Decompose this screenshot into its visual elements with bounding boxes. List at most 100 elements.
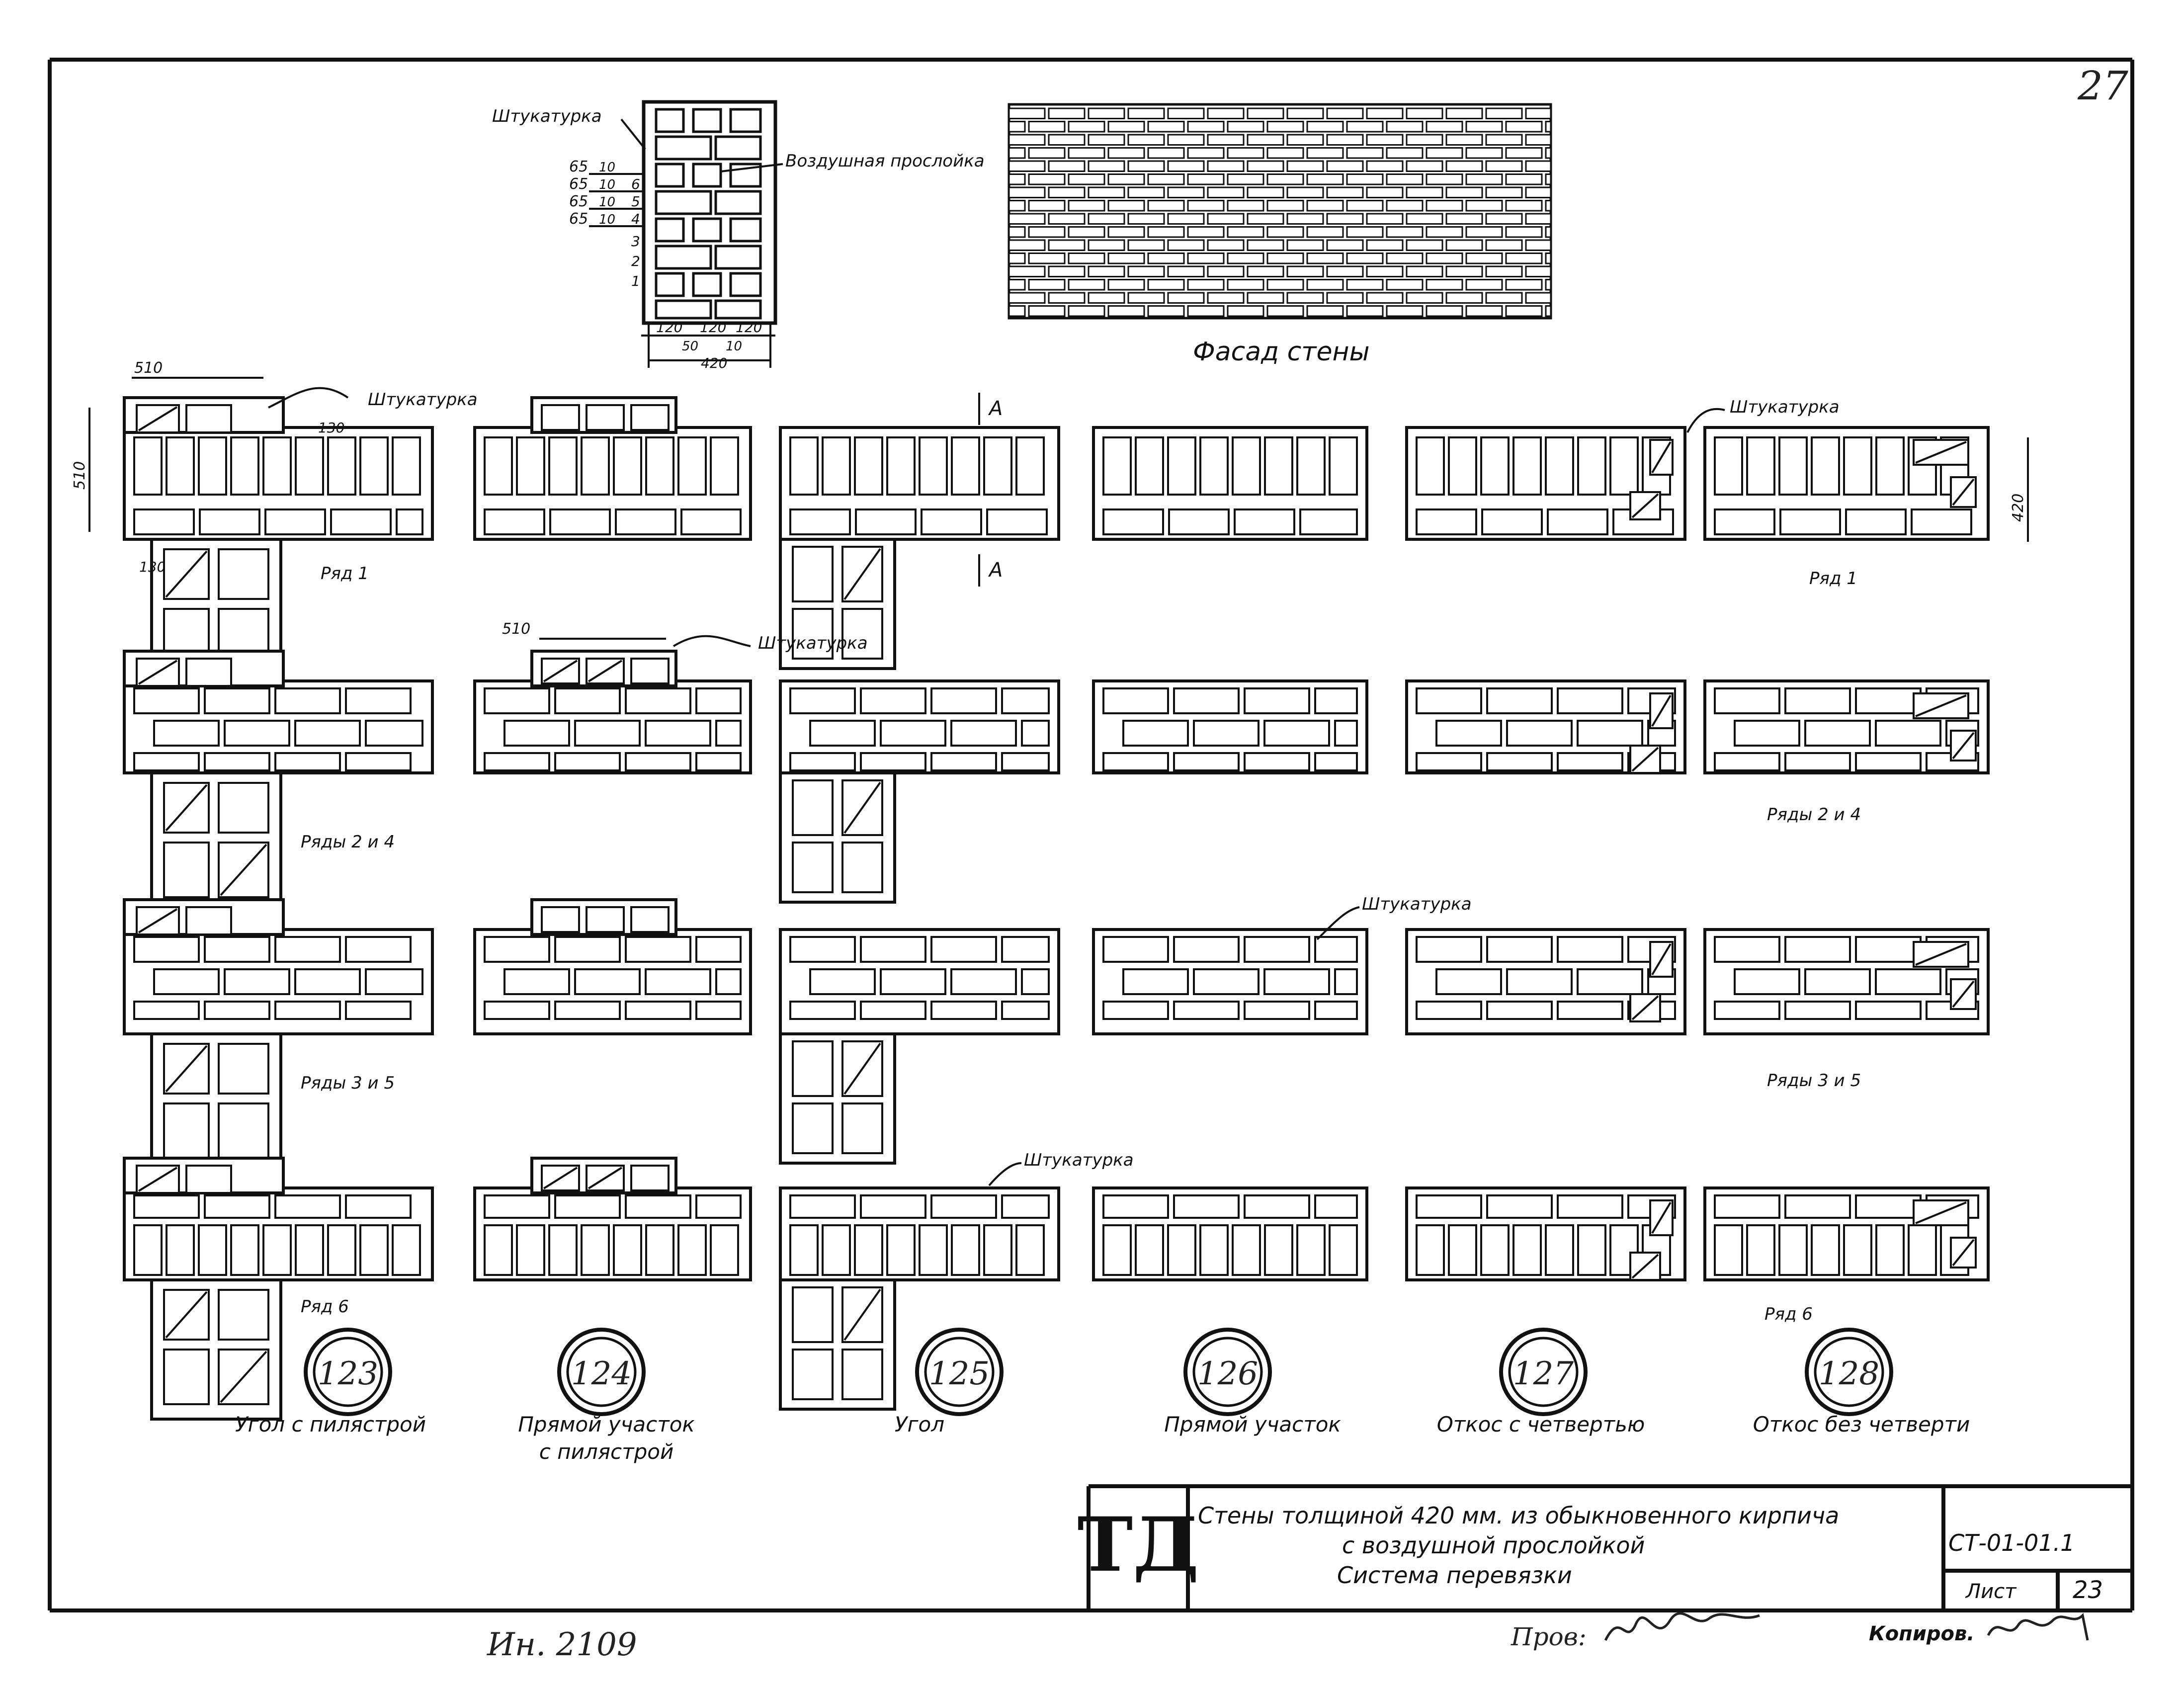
facade-brick bbox=[1068, 279, 1105, 291]
brick bbox=[1416, 752, 1482, 771]
facade-brick bbox=[1406, 107, 1443, 119]
brick-diagonal bbox=[543, 660, 578, 682]
brick bbox=[1173, 1001, 1240, 1020]
svg-text:120: 120 bbox=[656, 319, 682, 336]
brick bbox=[1714, 936, 1780, 963]
svg-text:420: 420 bbox=[701, 355, 727, 371]
facade-brick bbox=[1008, 186, 1046, 198]
facade-brick bbox=[1227, 200, 1264, 212]
svg-text:5: 5 bbox=[631, 193, 640, 210]
brick bbox=[295, 1224, 324, 1276]
brick bbox=[274, 1194, 341, 1219]
facade-brick bbox=[1545, 226, 1552, 238]
brick bbox=[1001, 1001, 1050, 1020]
facade-brick bbox=[1107, 147, 1145, 159]
brick bbox=[951, 1224, 980, 1276]
dim-130-b: 130 bbox=[139, 559, 166, 575]
brick bbox=[1875, 968, 1941, 995]
brick bbox=[1486, 1001, 1553, 1020]
dim-510-a: 510 bbox=[134, 359, 163, 377]
facade-brick bbox=[1008, 200, 1026, 212]
brick bbox=[880, 968, 946, 995]
detail-caption-126: Прямой участок bbox=[1164, 1412, 1341, 1437]
facade-brick bbox=[1008, 305, 1026, 317]
brick bbox=[625, 1001, 691, 1020]
brick bbox=[504, 968, 570, 995]
brick bbox=[695, 687, 742, 714]
dim-510-c: 510 bbox=[502, 620, 530, 638]
brick-diagonal bbox=[1952, 478, 1975, 506]
brick bbox=[554, 752, 621, 771]
facade-brick bbox=[1227, 226, 1264, 238]
facade-brick bbox=[1406, 160, 1443, 172]
brick bbox=[983, 1224, 1012, 1276]
title-line-2: с воздушной прослойкой bbox=[1342, 1532, 1645, 1559]
label-rows24: Ряды 2 и 4 bbox=[301, 832, 395, 852]
svg-text:65: 65 bbox=[569, 210, 588, 228]
brick bbox=[715, 720, 742, 747]
facade-brick bbox=[1286, 239, 1324, 251]
brick bbox=[204, 1001, 270, 1020]
brick bbox=[484, 936, 550, 963]
brick bbox=[1416, 508, 1477, 535]
facade-brick bbox=[1088, 239, 1125, 251]
detail-125: 125 Угол bbox=[895, 1328, 1004, 1437]
brick bbox=[615, 508, 676, 535]
brick bbox=[1486, 1194, 1553, 1219]
brick bbox=[1784, 752, 1851, 771]
facade-brick bbox=[1167, 265, 1205, 277]
detail-123: 123 Угол с пилястрой bbox=[235, 1328, 426, 1437]
facade-brick bbox=[1266, 305, 1304, 317]
plaster-label-1: Штукатурка bbox=[368, 390, 478, 410]
facade-brick bbox=[1445, 239, 1483, 251]
brick bbox=[1299, 508, 1358, 535]
brick bbox=[163, 1349, 210, 1405]
facade-brick bbox=[1147, 253, 1185, 264]
brick bbox=[396, 508, 423, 535]
section-left-dims: 65 65 65 65 10 10 10 10 6 5 4 3 2 1 bbox=[569, 158, 644, 289]
facade-brick bbox=[1485, 160, 1523, 172]
brick bbox=[1232, 1224, 1261, 1276]
brick bbox=[133, 752, 200, 771]
facade-brick bbox=[1445, 186, 1483, 198]
brick bbox=[1843, 1224, 1872, 1276]
brick bbox=[1334, 968, 1358, 995]
brick bbox=[625, 936, 691, 963]
brick-diagonal bbox=[843, 1288, 881, 1341]
brick bbox=[1122, 720, 1189, 747]
brick bbox=[930, 1194, 997, 1219]
brick bbox=[930, 687, 997, 714]
brick bbox=[1855, 936, 1922, 963]
facade-brick bbox=[1525, 134, 1552, 146]
facade-brick bbox=[1048, 239, 1086, 251]
brick bbox=[274, 936, 341, 963]
brick bbox=[860, 752, 926, 771]
detail-number-125: 125 bbox=[929, 1355, 990, 1392]
detail-128: 128 Откос без четверти bbox=[1753, 1328, 1970, 1437]
svg-text:2: 2 bbox=[631, 253, 640, 269]
section-air-gap-label: Воздушная прослойка bbox=[785, 151, 985, 171]
facade-brick bbox=[1326, 186, 1364, 198]
facade-brick bbox=[1346, 147, 1384, 159]
facade-brick bbox=[1505, 200, 1543, 212]
svg-text:10: 10 bbox=[726, 339, 742, 354]
facade-brick bbox=[1008, 134, 1046, 146]
facade-brick bbox=[1127, 134, 1165, 146]
brick bbox=[218, 548, 269, 600]
facade-brick bbox=[1008, 147, 1026, 159]
brick bbox=[983, 436, 1012, 496]
brick bbox=[133, 687, 200, 714]
brick-diagonal bbox=[1915, 1201, 1967, 1224]
section-bricks bbox=[655, 108, 762, 320]
brick bbox=[1021, 720, 1050, 747]
plan-details bbox=[123, 396, 1990, 1421]
title-line-1: Стены толщиной 420 мм. из обыкновенного … bbox=[1198, 1502, 1839, 1529]
facade-brick bbox=[1048, 292, 1086, 304]
brick bbox=[630, 404, 670, 431]
facade-brick bbox=[1167, 213, 1205, 225]
facade-brick bbox=[1326, 107, 1364, 119]
brick bbox=[1416, 687, 1482, 714]
facade-brick bbox=[1147, 305, 1185, 317]
brick bbox=[1234, 508, 1295, 535]
facade-brick bbox=[1406, 239, 1443, 251]
